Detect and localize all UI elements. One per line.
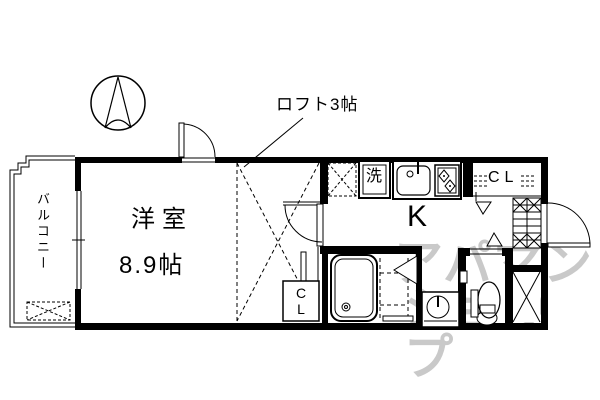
wall-bath-left xyxy=(322,254,328,323)
washer-box-inner xyxy=(362,164,387,195)
main-room-size: 8.9帖 xyxy=(119,252,185,279)
partition-thin-line xyxy=(317,247,324,281)
wall-toilet-top-left xyxy=(458,248,470,256)
stairs-cross-top xyxy=(512,197,542,213)
loft-leader-line xyxy=(243,117,304,168)
loft-stairs xyxy=(512,197,542,249)
wall-bottom xyxy=(75,323,548,330)
main-room-name: 洋室 xyxy=(131,206,193,233)
wall-left-upper xyxy=(75,157,81,191)
closet-lower-line2: L xyxy=(297,301,305,317)
closet-upper xyxy=(473,175,541,201)
balcony-outline xyxy=(9,155,75,328)
wall-bath-right xyxy=(416,254,422,323)
sink-drain-icon xyxy=(406,170,414,178)
door-top-threshold xyxy=(182,157,215,163)
closet-lower-box xyxy=(282,280,320,322)
door-top-panel xyxy=(178,122,185,158)
door-top xyxy=(178,122,216,163)
bathroom xyxy=(330,254,418,322)
kitchen-counter xyxy=(392,160,462,200)
bathtub-drain-icon xyxy=(341,302,351,312)
bathtub-icon xyxy=(330,254,378,322)
compass-needle xyxy=(104,76,132,129)
wall-shaft-top xyxy=(505,265,548,272)
closet-dashes-left xyxy=(474,175,487,187)
balcony-rail-inner xyxy=(13,159,75,324)
washer-pan-cross xyxy=(26,301,71,321)
shower-dash-lines xyxy=(379,258,409,320)
wall-toilet-left xyxy=(458,248,466,323)
window-balcony xyxy=(72,191,85,289)
toilet-paper-holder xyxy=(459,270,468,284)
balcony-washer-pan-icon xyxy=(26,301,71,321)
closet-upper-label: CL xyxy=(488,169,519,186)
balcony-label: バルコニー xyxy=(35,192,50,272)
washing-machine-icon xyxy=(358,160,391,199)
sink-basin-icon xyxy=(396,165,431,196)
washer-label: 洗 xyxy=(366,168,383,185)
entrance-door xyxy=(540,202,591,248)
bathtub-drain-center xyxy=(344,305,348,309)
wall-shaft-left xyxy=(505,248,513,323)
washbasin xyxy=(421,291,460,328)
closet-hanger-dashes xyxy=(474,175,534,187)
bath-step xyxy=(382,315,414,322)
toilet-seat xyxy=(479,304,496,314)
washer-pan-box xyxy=(26,301,71,321)
entrance-jambs xyxy=(540,204,548,243)
wall-right-lower xyxy=(541,243,548,330)
bath-door-mark xyxy=(393,255,418,285)
toilet xyxy=(459,270,501,326)
fridge-box xyxy=(327,162,357,197)
fridge-cross xyxy=(327,162,357,197)
fridge-space-icon xyxy=(327,162,357,197)
door-kitchen-arc xyxy=(284,204,323,243)
entrance-door-arc xyxy=(547,202,591,246)
wall-top-left xyxy=(75,157,182,163)
fold-door-mark-lower xyxy=(486,231,503,247)
door-top-arc xyxy=(183,123,216,158)
wall-right-upper xyxy=(541,157,548,204)
entrance-door-panel xyxy=(547,242,591,248)
door-kitchen xyxy=(283,201,324,247)
compass-circle xyxy=(90,75,146,131)
watermark-line1: アパマン xyxy=(394,237,594,291)
shower-area-dashed xyxy=(379,258,409,320)
kitchen-label: K xyxy=(407,200,428,233)
closet-door-track xyxy=(300,251,307,285)
pipe-shaft xyxy=(512,271,541,323)
wall-kitchen-closet xyxy=(463,157,473,197)
compass-icon xyxy=(90,75,146,131)
wall-bath-top xyxy=(320,246,422,254)
stove-burner-dot-2 xyxy=(449,185,451,187)
loft-label: ロフト3帖 xyxy=(276,95,359,114)
stove-box xyxy=(434,164,460,197)
door-kitchen-panel xyxy=(316,203,324,247)
door-kitchen-threshold xyxy=(283,201,320,206)
bathtub-inner xyxy=(334,258,374,318)
fold-door-mark-upper xyxy=(475,201,492,215)
closet-dashes-right xyxy=(521,175,534,187)
balcony-rail-outer xyxy=(9,155,75,328)
wall-left-lower xyxy=(75,289,81,330)
toilet-tank xyxy=(470,289,479,318)
closet-lower-line1: C xyxy=(295,285,307,301)
shaft-cross xyxy=(512,271,541,323)
wall-kitchen-partition xyxy=(320,160,328,204)
closet-lower-label: C L xyxy=(295,285,307,317)
stove-burners-icon xyxy=(438,169,456,193)
stairs-cross-bottom xyxy=(512,233,542,249)
toilet-door-threshold xyxy=(470,248,502,255)
stove-box-inner xyxy=(437,167,457,194)
stove-burner-dot-1 xyxy=(443,175,445,177)
